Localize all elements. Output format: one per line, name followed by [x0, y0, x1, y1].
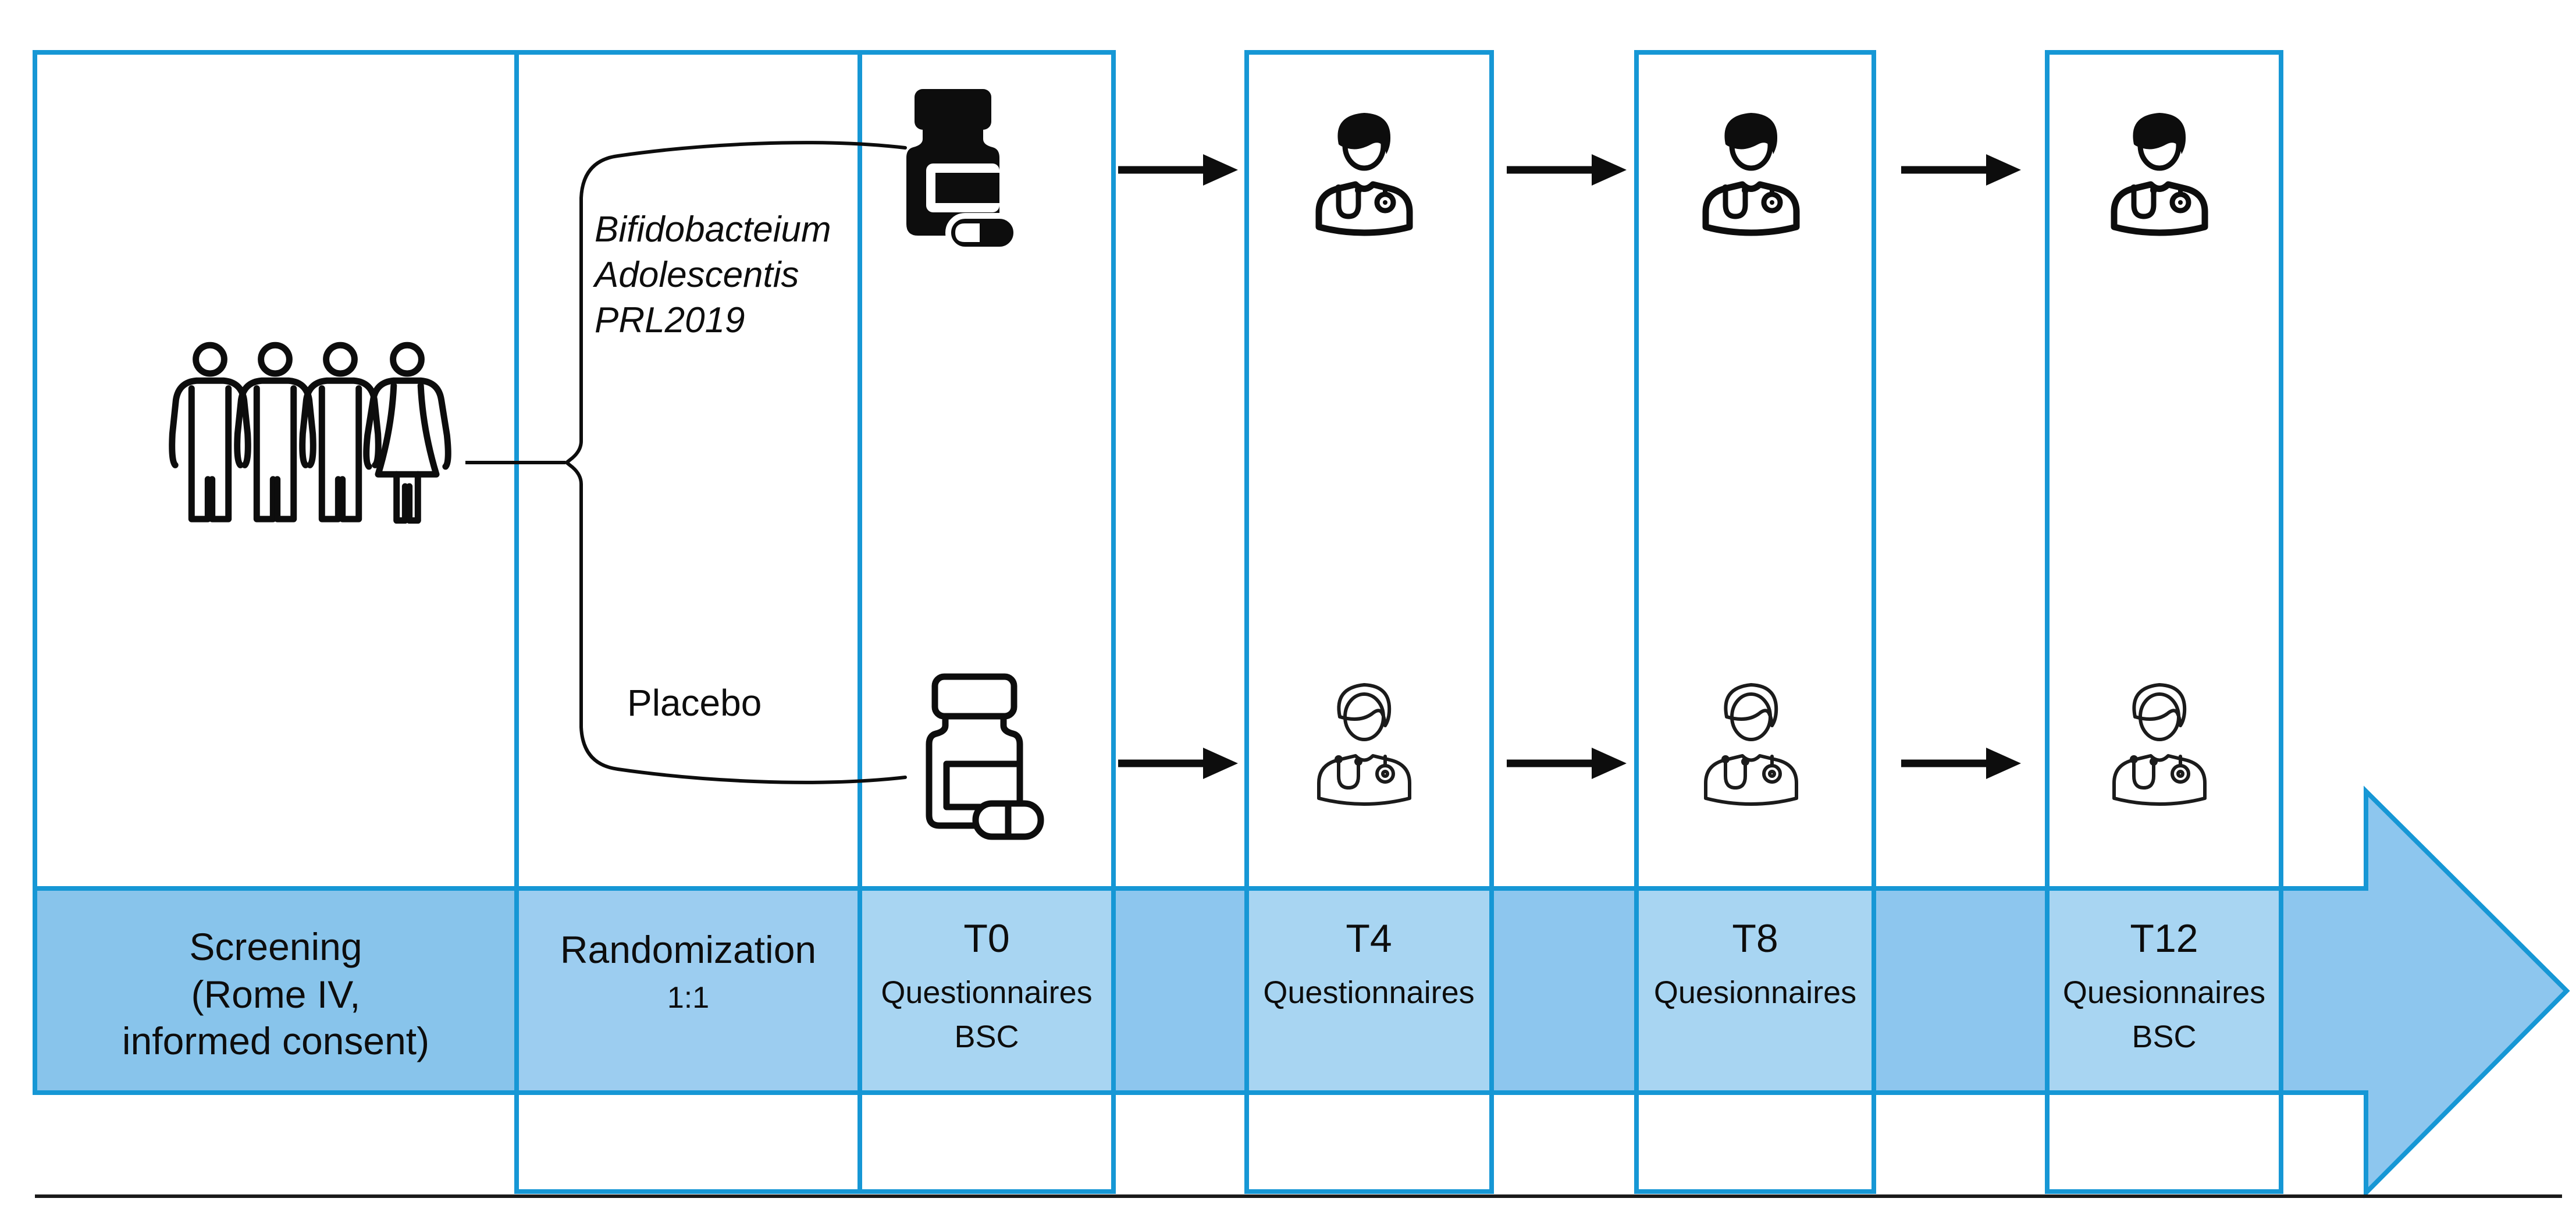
stage-cell-t8: [1636, 891, 1874, 1090]
arm-probiotic-label: Bifidobacteium Adolescentis PRL2019: [592, 209, 831, 340]
flow-arrow-icon: [1507, 154, 1627, 186]
t12-sub2: BSC: [2132, 1019, 2196, 1054]
pill-bottle-outline-icon: [929, 677, 1041, 837]
screening-line-2: (Rome IV,: [191, 973, 360, 1016]
column-t8: [1634, 50, 1876, 1194]
stage-cell-screening: [37, 891, 517, 1090]
stage-cell-t0: [860, 891, 1113, 1090]
screening-line-1: Screening: [189, 925, 362, 968]
t4-sub1: Questionnaires: [1263, 975, 1474, 1010]
flow-arrow-icon: [1901, 748, 2021, 779]
arm-probiotic-line-1: Bifidobacteium: [595, 209, 831, 250]
t0-sub2: BSC: [954, 1019, 1019, 1054]
people-group-icon: [172, 345, 449, 520]
randomization-brace: [565, 141, 907, 784]
randomization-ratio: 1:1: [667, 981, 709, 1015]
t8-title: T8: [1732, 916, 1778, 961]
screening-line-3: informed consent): [122, 1019, 429, 1062]
flow-arrow-icon: [1118, 748, 1238, 779]
flow-arrow-icon: [1901, 154, 2021, 186]
t0-title: T0: [963, 916, 1009, 961]
t12-title: T12: [2130, 916, 2198, 961]
stage-cell-t4: [1247, 891, 1492, 1090]
stage-label-t8: T8 Quesionnaires: [1654, 916, 1856, 1010]
doctor-filled-icon: [2114, 113, 2205, 233]
stage-label-t4: T4 Questionnaires: [1263, 916, 1474, 1010]
column-t4: [1244, 50, 1494, 1194]
doctor-outline-icon: [2114, 685, 2205, 804]
t8-sub1: Quesionnaires: [1654, 975, 1856, 1010]
stage-label-t12: T12 Quesionnaires BSC: [2063, 916, 2265, 1054]
randomization-title: Randomization: [560, 928, 816, 971]
arm-probiotic-line-3: PRL2019: [595, 300, 745, 340]
pill-bottle-filled-icon: [906, 89, 1016, 250]
stage-label-screening: Screening (Rome IV, informed consent): [122, 925, 429, 1062]
stage-cell-t12: [2047, 891, 2281, 1090]
column-t0: [858, 50, 1116, 1194]
stage-cell-randomization: [517, 891, 860, 1090]
arm-probiotic-line-2: Adolescentis: [592, 255, 799, 295]
flow-arrow-icon: [1507, 748, 1627, 779]
doctor-filled-icon: [1706, 113, 1796, 233]
column-t12: [2045, 50, 2283, 1194]
doctor-outline-icon: [1319, 685, 1410, 804]
stage-label-randomization: Randomization 1:1: [560, 928, 816, 1015]
stage-label-t0: T0 Questionnaires BSC: [881, 916, 1092, 1054]
arm-placebo-label: Placebo: [627, 682, 762, 724]
doctor-filled-icon: [1319, 113, 1410, 233]
t4-title: T4: [1346, 916, 1392, 961]
flow-arrow-icon: [1118, 154, 1238, 186]
doctor-outline-icon: [1706, 685, 1796, 804]
t0-sub1: Questionnaires: [881, 975, 1092, 1010]
t12-sub1: Quesionnaires: [2063, 975, 2265, 1010]
